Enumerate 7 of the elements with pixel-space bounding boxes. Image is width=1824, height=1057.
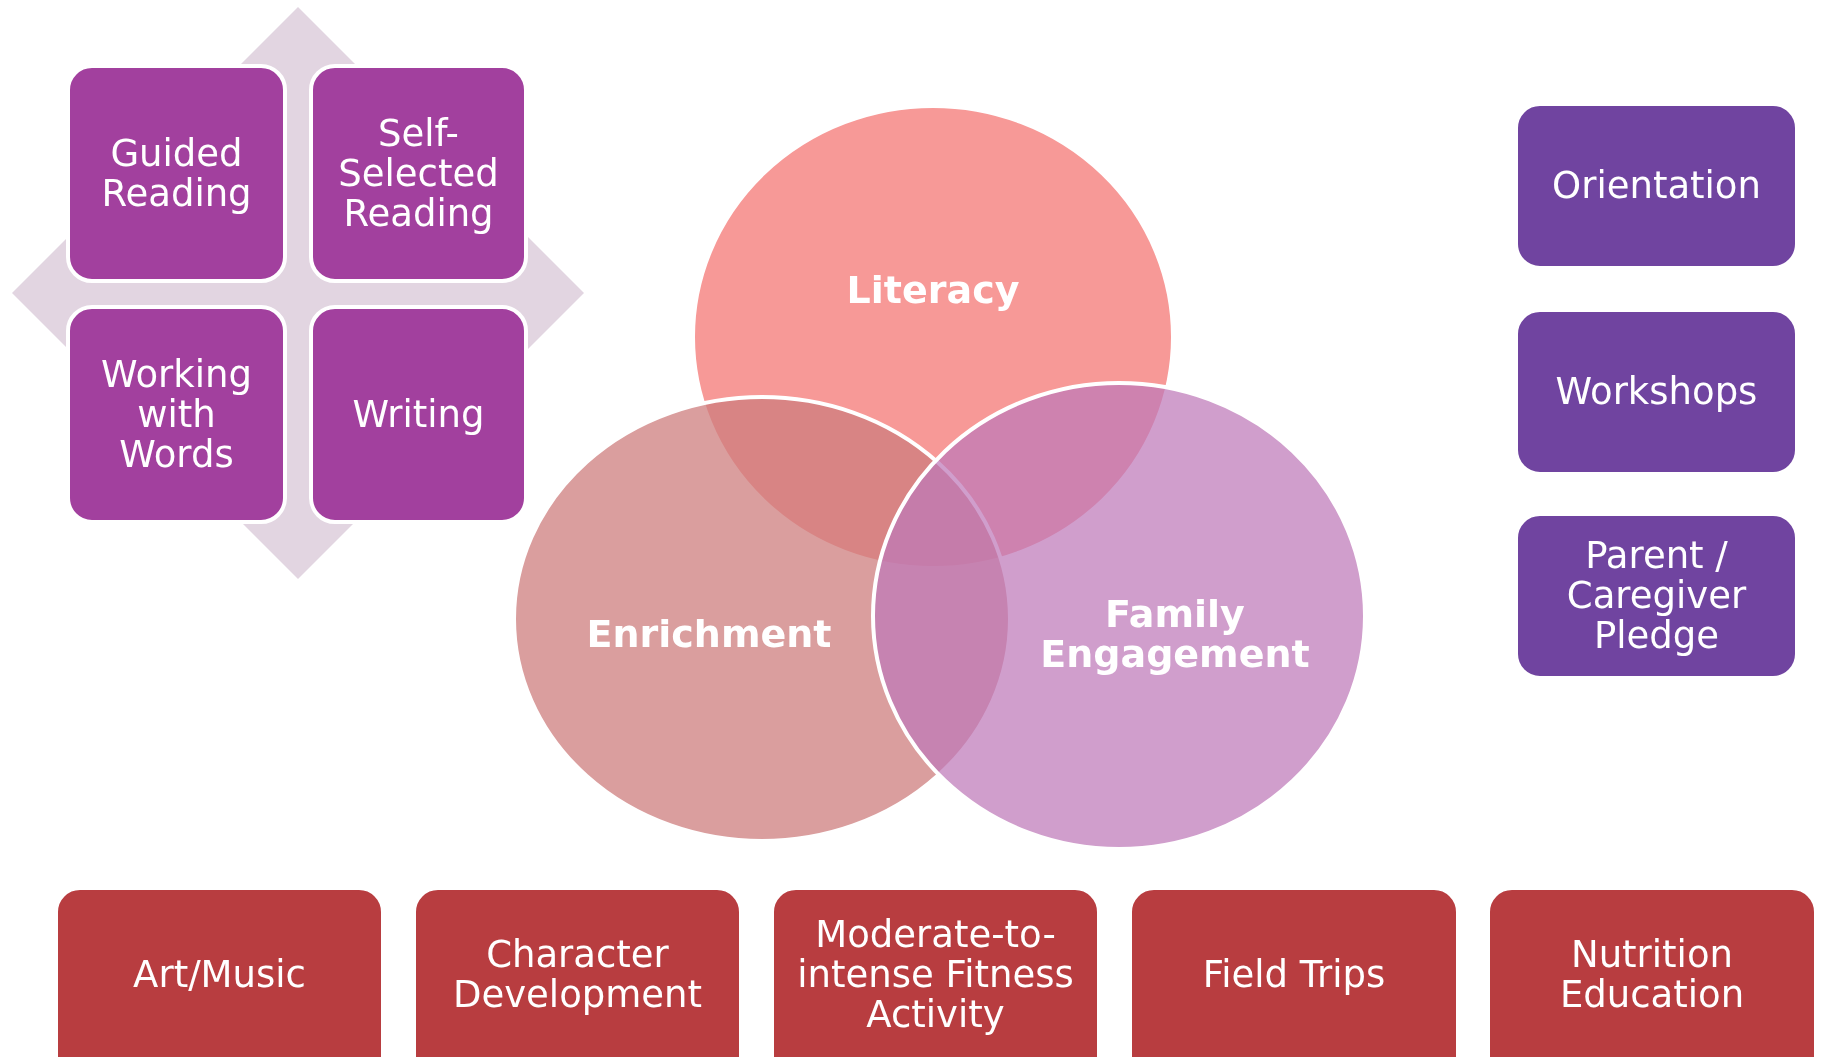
program-tile: Self-Selected Reading xyxy=(309,64,528,283)
program-tile: Writing xyxy=(309,305,528,524)
circle-label: Literacy xyxy=(846,270,1020,310)
program-tile: Guided Reading xyxy=(66,64,287,283)
program-tile: Working with Words xyxy=(66,305,287,524)
circle-label: Enrichment xyxy=(586,614,832,654)
circle-label: Family Engagement xyxy=(1040,594,1310,674)
